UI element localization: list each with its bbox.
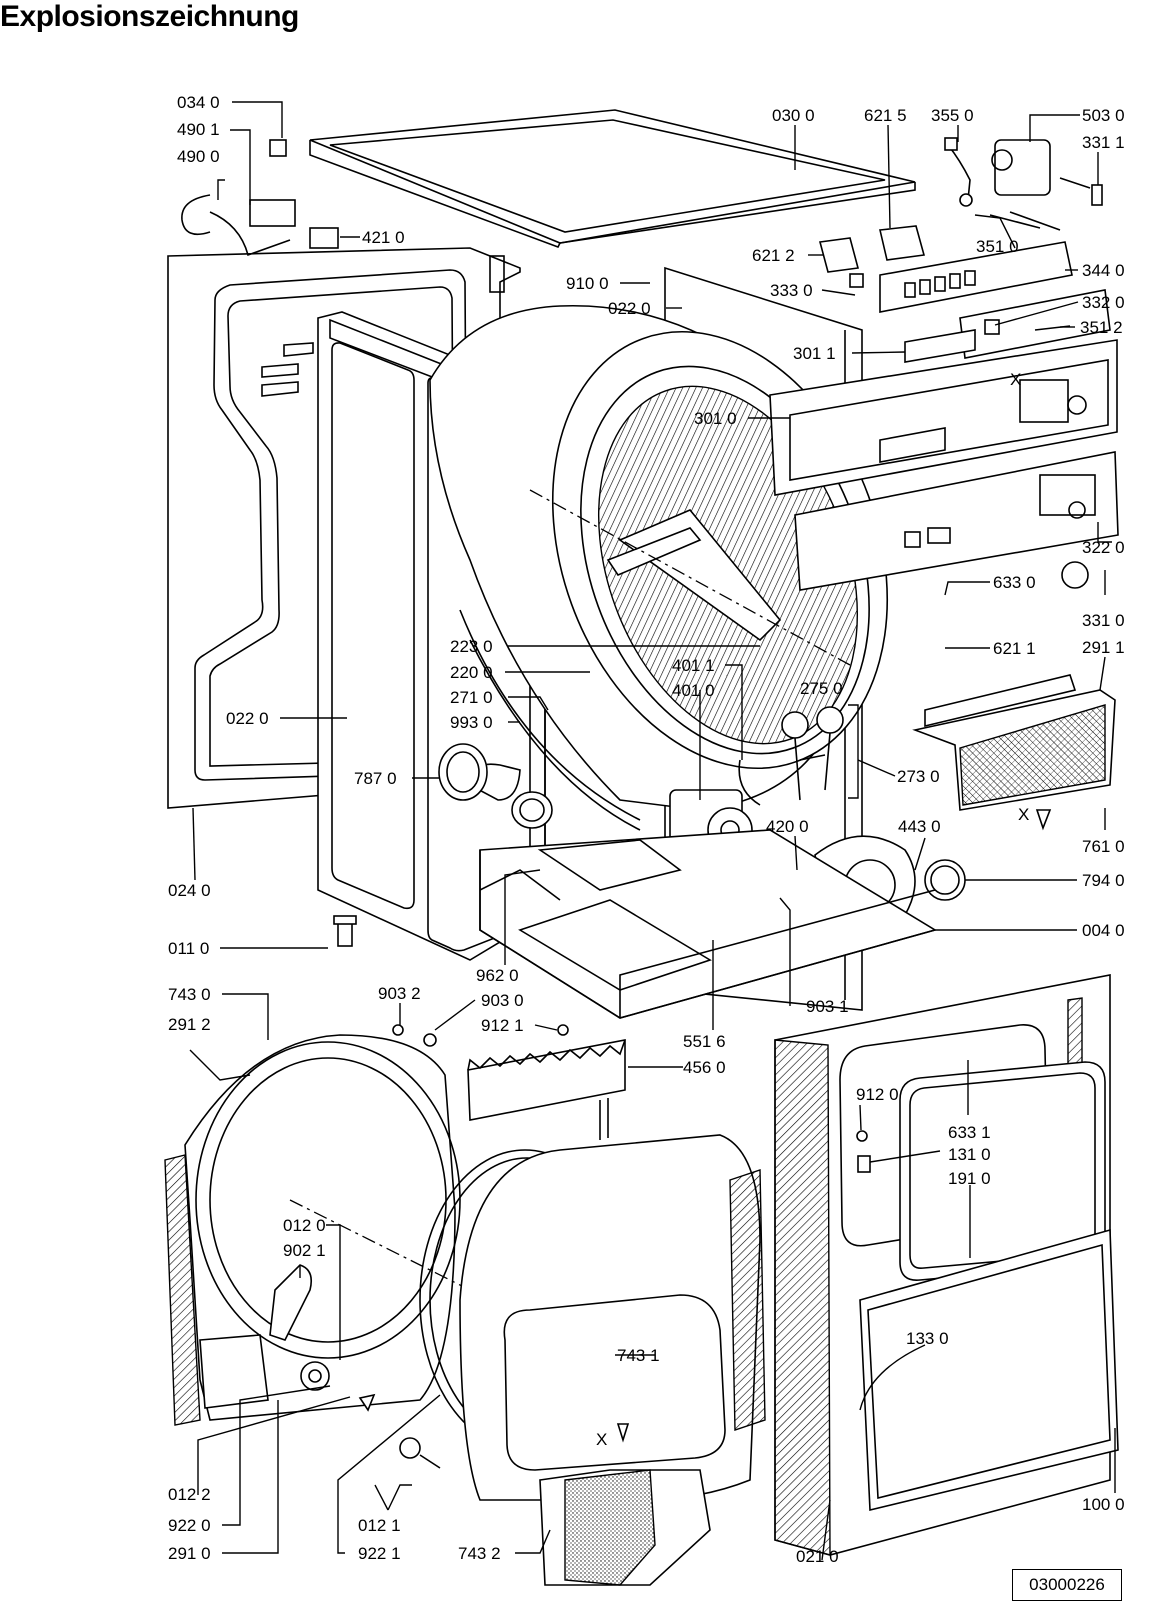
label-922-1: 922 1 bbox=[358, 1544, 401, 1563]
label-903-0: 903 0 bbox=[481, 991, 524, 1010]
label-024-0: 024 0 bbox=[168, 881, 211, 900]
label-743-0: 743 0 bbox=[168, 985, 211, 1004]
rear-bearing-shield bbox=[164, 1034, 601, 1426]
label-131-0: 131 0 bbox=[948, 1145, 991, 1164]
idler-pulleys bbox=[738, 706, 844, 806]
label-331-1: 331 1 bbox=[1082, 133, 1125, 152]
label-332-0: 332 0 bbox=[1082, 293, 1125, 312]
label-421-0: 421 0 bbox=[362, 228, 405, 247]
power-cord-and-switches bbox=[181, 139, 339, 257]
label-903-1: 903 1 bbox=[806, 997, 849, 1016]
x-marking: X bbox=[1018, 805, 1029, 824]
label-034-0: 034 0 bbox=[177, 93, 220, 112]
knob-and-lint-filter bbox=[912, 561, 1116, 811]
label-621-2: 621 2 bbox=[752, 246, 795, 265]
top-cover bbox=[309, 109, 916, 248]
label-633-0: 633 0 bbox=[993, 573, 1036, 592]
label-503-0: 503 0 bbox=[1082, 106, 1125, 125]
front-bearing-shield bbox=[419, 1134, 766, 1586]
label-331-0: 331 0 bbox=[1082, 611, 1125, 630]
label-962-0: 962 0 bbox=[476, 966, 519, 985]
label-333-0: 333 0 bbox=[770, 281, 813, 300]
label-271-0: 271 0 bbox=[450, 688, 493, 707]
label-621-5: 621 5 bbox=[864, 106, 907, 125]
electronics-board bbox=[849, 241, 1073, 363]
label-761-0: 761 0 bbox=[1082, 837, 1125, 856]
label-633-1: 633 1 bbox=[948, 1123, 991, 1142]
label-223-0: 223 0 bbox=[450, 637, 493, 656]
control-panel bbox=[769, 339, 1118, 496]
door-frame bbox=[774, 974, 1119, 1556]
label-012-0: 012 0 bbox=[283, 1216, 326, 1235]
label-903-2: 903 2 bbox=[378, 984, 421, 1003]
label-012-2: 012 2 bbox=[168, 1485, 211, 1504]
label-301-0: 301 0 bbox=[694, 409, 737, 428]
label-743-1: 743 1 bbox=[617, 1346, 660, 1365]
label-011-0: 011 0 bbox=[168, 939, 209, 958]
label-490-1: 490 1 bbox=[177, 120, 220, 139]
label-912-0: 912 0 bbox=[856, 1085, 899, 1104]
label-291-0: 291 0 bbox=[168, 1544, 211, 1563]
label-021-0: 021 0 bbox=[796, 1547, 839, 1566]
label-456-0: 456 0 bbox=[683, 1058, 726, 1077]
label-291-2: 291 2 bbox=[168, 1015, 211, 1034]
label-301-1: 301 1 bbox=[793, 344, 836, 363]
label-351-0: 351 0 bbox=[976, 237, 1019, 256]
label-344-0: 344 0 bbox=[1082, 261, 1125, 280]
label-910-0: 910 0 bbox=[566, 274, 609, 293]
label-912-1: 912 1 bbox=[481, 1016, 524, 1035]
relay-modules bbox=[818, 137, 1103, 331]
label-275-0: 275 0 bbox=[800, 679, 843, 698]
label-100-0: 100 0 bbox=[1082, 1495, 1125, 1514]
label-743-2: 743 2 bbox=[458, 1544, 501, 1563]
x-marking: X bbox=[1010, 370, 1021, 389]
label-022-0-left: 022 0 bbox=[226, 709, 269, 728]
label-355-0: 355 0 bbox=[931, 106, 974, 125]
fasteners bbox=[333, 809, 1052, 1469]
document-number: 03000226 bbox=[1012, 1569, 1122, 1601]
label-012-1: 012 1 bbox=[358, 1516, 401, 1535]
label-351-2: 351 2 bbox=[1080, 318, 1123, 337]
x-marking: X bbox=[596, 1430, 607, 1449]
label-551-6: 551 6 bbox=[683, 1032, 726, 1051]
label-902-1: 902 1 bbox=[283, 1241, 326, 1260]
label-993-0: 993 0 bbox=[450, 713, 493, 732]
label-787-0: 787 0 bbox=[354, 769, 397, 788]
label-030-0: 030 0 bbox=[772, 106, 815, 125]
label-794-0: 794 0 bbox=[1082, 871, 1125, 890]
label-022-0-top: 022 0 bbox=[608, 299, 651, 318]
label-191-0: 191 0 bbox=[948, 1169, 991, 1188]
label-420-0: 420 0 bbox=[766, 817, 809, 836]
part-labels: 034 0 490 1 490 0 421 0 030 0 621 5 355 … bbox=[168, 93, 1125, 1566]
label-621-1: 621 1 bbox=[993, 639, 1036, 658]
label-220-0: 220 0 bbox=[450, 663, 493, 682]
label-273-0: 273 0 bbox=[897, 767, 940, 786]
front-fascia bbox=[794, 289, 1119, 591]
label-133-0: 133 0 bbox=[906, 1329, 949, 1348]
x-markings: X X X bbox=[596, 370, 1029, 1449]
base-frame bbox=[479, 829, 937, 1019]
label-322-0: 322 0 bbox=[1082, 538, 1125, 557]
label-291-1: 291 1 bbox=[1082, 638, 1125, 657]
label-004-0: 004 0 bbox=[1082, 921, 1125, 940]
leader-lines bbox=[189, 101, 1116, 1561]
label-490-0: 490 0 bbox=[177, 147, 220, 166]
drawing-title: Explosionszeichnung bbox=[0, 0, 299, 33]
label-443-0: 443 0 bbox=[898, 817, 941, 836]
label-922-0: 922 0 bbox=[168, 1516, 211, 1535]
heater-element bbox=[467, 1039, 626, 1140]
label-401-0: 401 0 bbox=[672, 681, 715, 700]
label-401-1: 401 1 bbox=[672, 656, 715, 675]
